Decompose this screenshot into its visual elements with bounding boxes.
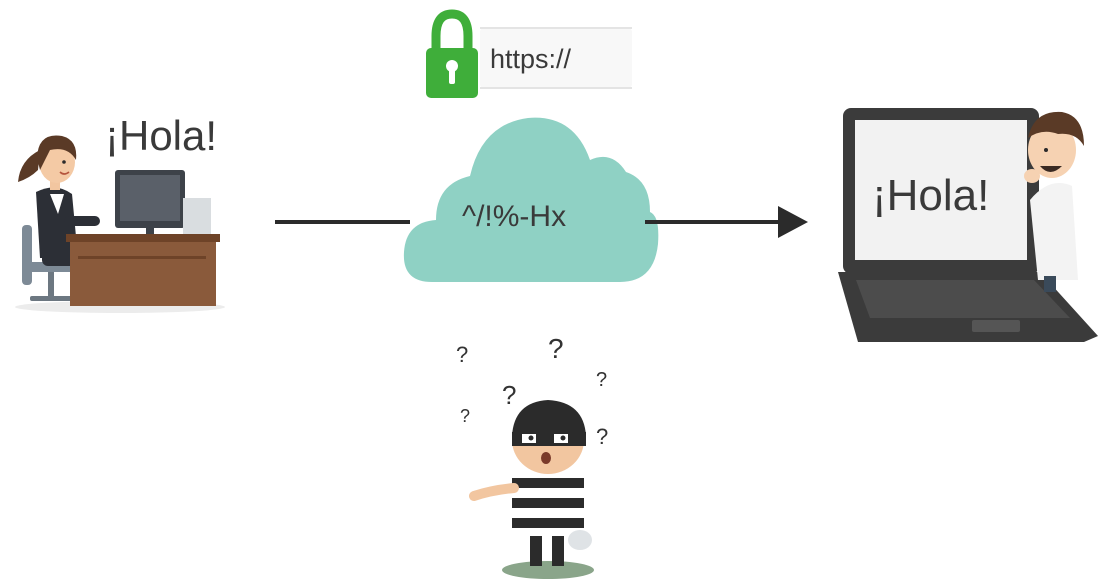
question-mark: ? (596, 369, 607, 391)
laptop-icon (838, 108, 1098, 342)
thief-figure (469, 400, 594, 579)
question-mark: ? (548, 333, 564, 364)
cloud-icon: ^/!%-Hx (403, 117, 659, 283)
receiver-figure (1024, 111, 1084, 292)
lock-icon (426, 9, 478, 98)
question-marks: ? ? ? ? ? ? (456, 333, 608, 449)
url-text: https:// (490, 44, 572, 74)
desk (66, 234, 220, 306)
sender-greeting: ¡Hola! (105, 112, 217, 159)
question-mark: ? (502, 380, 516, 410)
arrow-icon (645, 206, 808, 238)
question-mark: ? (460, 406, 470, 426)
question-mark: ? (456, 342, 468, 367)
address-bar: https:// (480, 27, 632, 89)
receiver-greeting: ¡Hola! (872, 171, 989, 220)
question-mark: ? (596, 424, 608, 449)
ciphertext: ^/!%-Hx (462, 200, 566, 233)
desktop-computer-icon (115, 170, 211, 238)
